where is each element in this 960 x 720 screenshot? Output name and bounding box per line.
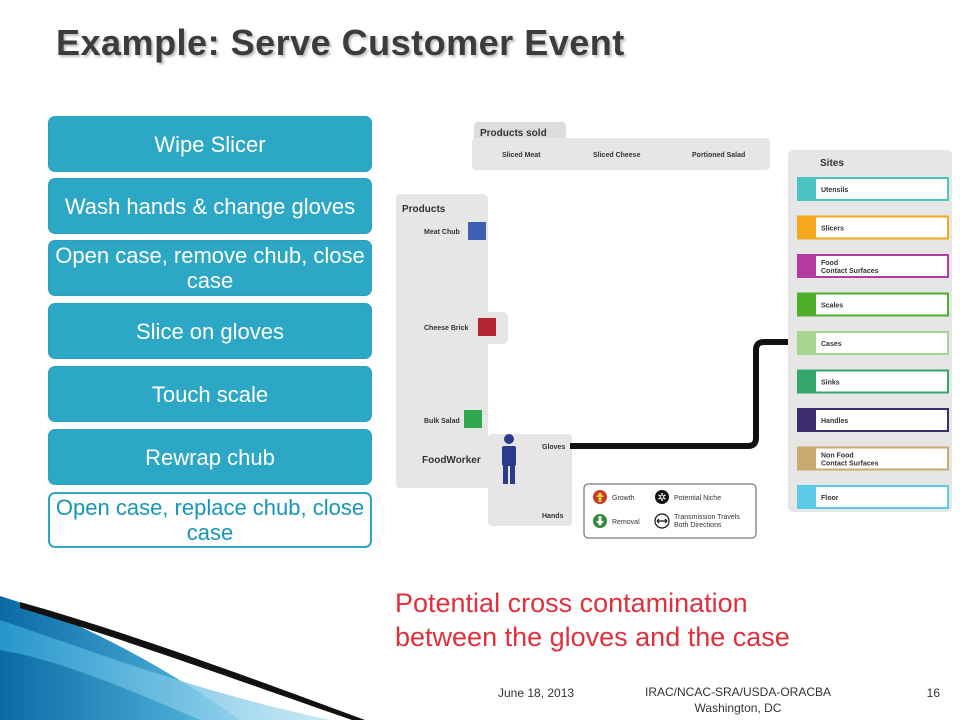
footer-org-line-1: IRAC/NCAC-SRA/USDA-ORACBA (644, 685, 832, 699)
footer-date: June 18, 2013 (498, 686, 575, 700)
legend: Growth Removal ✲ Potential Niche Transmi… (583, 483, 757, 539)
legend-transmission-2: Both Directions (674, 522, 722, 529)
site-swatch (798, 216, 816, 239)
products-sold-panel: Products sold Sliced Meat Sliced Cheese … (472, 122, 770, 170)
gloves-to-cases-path (570, 339, 802, 449)
page-number: 16 (926, 686, 940, 700)
product-bulk-salad-label: Bulk Salad (424, 418, 460, 425)
site-label: Sinks (821, 380, 840, 387)
site-label-line-2: Contact Surfaces (821, 268, 879, 275)
caption-line-1: Potential cross contamination (395, 588, 748, 618)
site-label: Food (821, 260, 838, 267)
site-label: Utensils (821, 187, 848, 194)
site-swatch (798, 332, 816, 354)
site-label: Slicers (821, 226, 844, 233)
gloves-label: Gloves (542, 444, 565, 451)
step-touch-scale: Touch scale (48, 366, 372, 422)
caption: Potential cross contamination between th… (395, 586, 915, 654)
step-open-case-replace: Open case, replace chub, close case (48, 492, 372, 548)
contamination-diagram: Products sold Sliced Meat Sliced Cheese … (396, 122, 952, 539)
products-sold-heading: Products sold (480, 128, 547, 139)
corner-swoosh-decoration (0, 596, 365, 720)
legend-niche: Potential Niche (674, 495, 721, 502)
foodworker-panel: FoodWorker Gloves Hands (416, 434, 572, 526)
foodworker-label: FoodWorker (422, 455, 481, 466)
site-row-handles: Handles (797, 408, 949, 432)
site-label: Non Food (821, 453, 854, 460)
site-row-slicers: Slicers (797, 215, 949, 240)
step-slice-on-gloves: Slice on gloves (48, 303, 372, 359)
meat-chub-swatch (468, 222, 486, 240)
sold-item-sliced-cheese: Sliced Cheese (593, 152, 641, 159)
site-label: Handles (821, 418, 848, 425)
site-swatch (798, 447, 816, 470)
products-heading: Products (402, 204, 446, 215)
site-row-utensils: Utensils (797, 177, 949, 201)
site-swatch (798, 255, 816, 277)
product-cheese-brick-label: Cheese Brick (424, 325, 468, 332)
cheese-brick-swatch (478, 318, 496, 336)
step-rewrap-chub: Rewrap chub (48, 429, 372, 485)
product-meat-chub-label: Meat Chub (424, 229, 460, 236)
legend-growth: Growth (612, 495, 635, 502)
site-swatch (798, 293, 816, 316)
site-row-sinks: Sinks (797, 369, 949, 394)
svg-text:✲: ✲ (657, 491, 666, 504)
person-icon (502, 434, 516, 484)
site-swatch (798, 409, 816, 431)
sold-item-portioned-salad: Portioned Salad (692, 152, 745, 159)
footer-organization: IRAC/NCAC-SRA/USDA-ORACBA Washington, DC (618, 684, 858, 716)
site-label: Cases (821, 341, 842, 348)
sold-item-sliced-meat: Sliced Meat (502, 152, 541, 159)
step-wash-hands: Wash hands & change gloves (48, 178, 372, 234)
caption-line-2: between the gloves and the case (395, 622, 790, 652)
products-panel: Products Meat Chub Cheese Brick Bulk Sal… (396, 194, 508, 488)
sites-heading: Sites (820, 158, 844, 169)
step-wipe-slicer: Wipe Slicer (48, 116, 372, 172)
site-row-scales: Scales (797, 292, 949, 317)
site-row-cases: Cases (797, 331, 949, 355)
site-label: Floor (821, 495, 839, 502)
legend-removal: Removal (612, 519, 640, 526)
bulk-salad-swatch (464, 410, 482, 428)
slide-title: Example: Serve Customer Event (56, 22, 625, 63)
hands-label: Hands (542, 513, 564, 520)
step-open-case-remove: Open case, remove chub, close case (48, 240, 372, 296)
site-label-line-2: Contact Surfaces (821, 461, 879, 468)
site-swatch (798, 178, 816, 200)
site-swatch (798, 486, 816, 508)
site-label: Scales (821, 303, 843, 310)
niche-icon (655, 490, 669, 504)
site-swatch (798, 370, 816, 393)
legend-transmission-1: Transmission Travels (674, 514, 740, 521)
footer-org-line-2: Washington, DC (694, 701, 782, 715)
site-row-floor: Floor (797, 485, 949, 509)
